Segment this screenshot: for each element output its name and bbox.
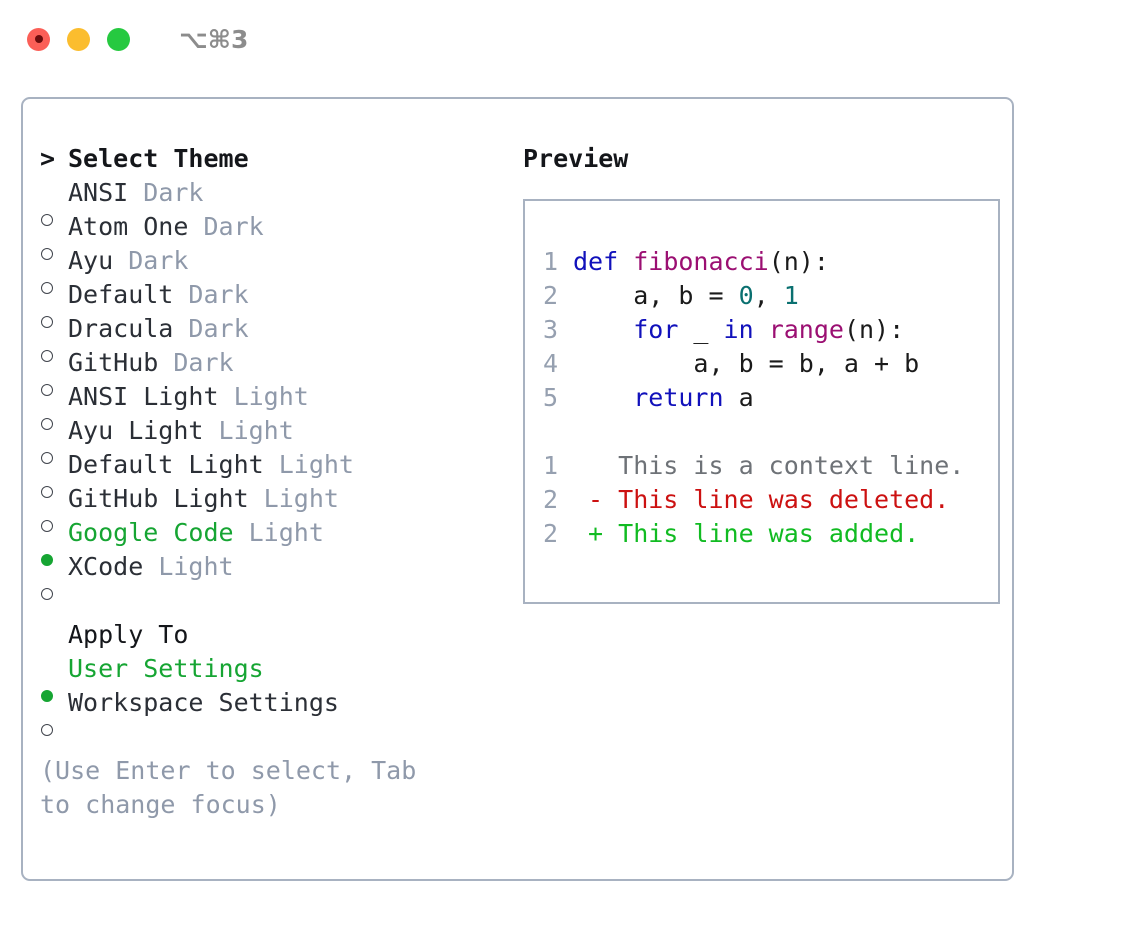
- theme-option-google-code[interactable]: Google Code Light: [40, 516, 502, 566]
- theme-option-name: ANSI Light: [68, 382, 234, 411]
- theme-option-name: Google Code: [68, 518, 249, 547]
- theme-option-ayu-light[interactable]: Ayu Light Light: [40, 414, 502, 464]
- theme-option-tag: Light: [278, 450, 354, 479]
- window-controls: [27, 27, 130, 51]
- code-token: - This line was deleted.: [573, 485, 950, 514]
- line-number: 3: [543, 315, 559, 344]
- code-line: 1 def fibonacci(n):: [543, 245, 998, 279]
- theme-option-name: Dracula: [68, 314, 189, 343]
- code-token: fibonacci: [633, 247, 769, 276]
- theme-option-name: GitHub: [68, 348, 174, 377]
- code-token: [573, 315, 633, 344]
- apply-to-option-workspace-settings[interactable]: Workspace Settings: [40, 686, 502, 736]
- code-line: 4 a, b = b, a + b: [543, 347, 998, 381]
- theme-option-name: Default Light: [68, 450, 279, 479]
- apply-to-option-user-settings[interactable]: User Settings: [40, 652, 502, 702]
- theme-option-github-light[interactable]: GitHub Light Light: [40, 482, 502, 532]
- diff-sample: 1 This is a context line.2 - This line w…: [543, 449, 998, 551]
- theme-option-tag: Dark: [173, 348, 234, 377]
- code-token: 1: [783, 281, 799, 310]
- theme-option-dracula[interactable]: Dracula Dark: [40, 312, 502, 362]
- list-spacer: [40, 584, 502, 618]
- code-token: a: [723, 383, 754, 412]
- keyboard-hint-text: (Use Enter to select, Tab to change focu…: [40, 756, 432, 819]
- theme-option-atom-one[interactable]: Atom One Dark: [40, 210, 502, 260]
- apply-to-label: Apply To: [68, 620, 189, 649]
- theme-option-default-light[interactable]: Default Light Light: [40, 448, 502, 498]
- code-token: for: [633, 315, 679, 344]
- theme-option-name: XCode: [68, 552, 159, 581]
- code-line: 3 for _ in range(n):: [543, 313, 998, 347]
- theme-option-default[interactable]: Default Dark: [40, 278, 502, 328]
- keyboard-shortcut-label: ⌥⌘3: [179, 24, 249, 54]
- theme-option-name: Default: [68, 280, 189, 309]
- code-token: [573, 383, 633, 412]
- prompt-caret-icon: >: [40, 144, 56, 173]
- theme-option-ayu[interactable]: Ayu Dark: [40, 244, 502, 294]
- theme-option-tag: Dark: [203, 212, 264, 241]
- code-token: 0: [738, 281, 754, 310]
- apply-to-option-name: Workspace Settings: [68, 688, 339, 717]
- theme-option-tag: Dark: [188, 280, 249, 309]
- select-theme-label: Select Theme: [68, 144, 249, 173]
- maximize-button[interactable]: [107, 27, 130, 51]
- minimize-button[interactable]: [67, 27, 90, 51]
- code-token: _: [678, 315, 724, 344]
- theme-option-name: GitHub Light: [68, 484, 264, 513]
- theme-option-name: Ayu Light: [68, 416, 219, 445]
- code-line: 5 return a: [543, 381, 998, 415]
- code-token: ,: [753, 281, 784, 310]
- window-titlebar: ⌥⌘3: [0, 0, 1140, 78]
- theme-option-xcode[interactable]: XCode Light: [40, 550, 502, 600]
- theme-option-tag: Light: [263, 484, 339, 513]
- code-token: + This line was added.: [573, 519, 920, 548]
- theme-option-ansi[interactable]: ANSI Dark: [40, 176, 502, 226]
- code-token: return: [633, 383, 724, 412]
- code-token: (n):: [768, 247, 829, 276]
- code-token: a, b =: [573, 281, 739, 310]
- code-token: in: [723, 315, 769, 344]
- theme-option-name: ANSI: [68, 178, 144, 207]
- select-theme-header: > Select Theme: [40, 142, 502, 176]
- theme-option-ansi-light[interactable]: ANSI Light Light: [40, 380, 502, 430]
- theme-option-tag: Dark: [188, 314, 249, 343]
- code-token: (n):: [843, 315, 905, 344]
- theme-option-tag: Light: [158, 552, 234, 581]
- code-token: range: [768, 315, 844, 344]
- hint-spacer: [40, 720, 502, 754]
- diff-line: 1 This is a context line.: [543, 449, 998, 483]
- line-number: 2: [543, 485, 559, 514]
- theme-option-github[interactable]: GitHub Dark: [40, 346, 502, 396]
- theme-option-tag: Light: [248, 518, 324, 547]
- line-number: 1: [543, 451, 559, 480]
- diff-line: 2 - This line was deleted.: [543, 483, 998, 517]
- apply-to-option-name: User Settings: [68, 654, 264, 683]
- code-diff-separator: [543, 415, 998, 449]
- theme-option-name: Ayu: [68, 246, 129, 275]
- line-number: 2: [543, 281, 559, 310]
- theme-option-tag: Dark: [128, 246, 189, 275]
- line-number: 5: [543, 383, 559, 412]
- code-token: This is a context line.: [573, 451, 965, 480]
- line-number: 1: [543, 247, 559, 276]
- theme-option-name: Atom One: [68, 212, 204, 241]
- preview-title: Preview: [523, 144, 629, 173]
- theme-option-tag: Light: [233, 382, 309, 411]
- code-line: 2 a, b = 0, 1: [543, 279, 998, 313]
- code-token: def: [573, 247, 634, 276]
- close-button[interactable]: [27, 27, 50, 51]
- line-number: 2: [543, 519, 559, 548]
- code-token: a, b = b, a + b: [573, 349, 920, 378]
- line-number: 4: [543, 349, 559, 378]
- theme-option-tag: Dark: [143, 178, 204, 207]
- diff-line: 2 + This line was added.: [543, 517, 998, 551]
- theme-option-tag: Light: [218, 416, 294, 445]
